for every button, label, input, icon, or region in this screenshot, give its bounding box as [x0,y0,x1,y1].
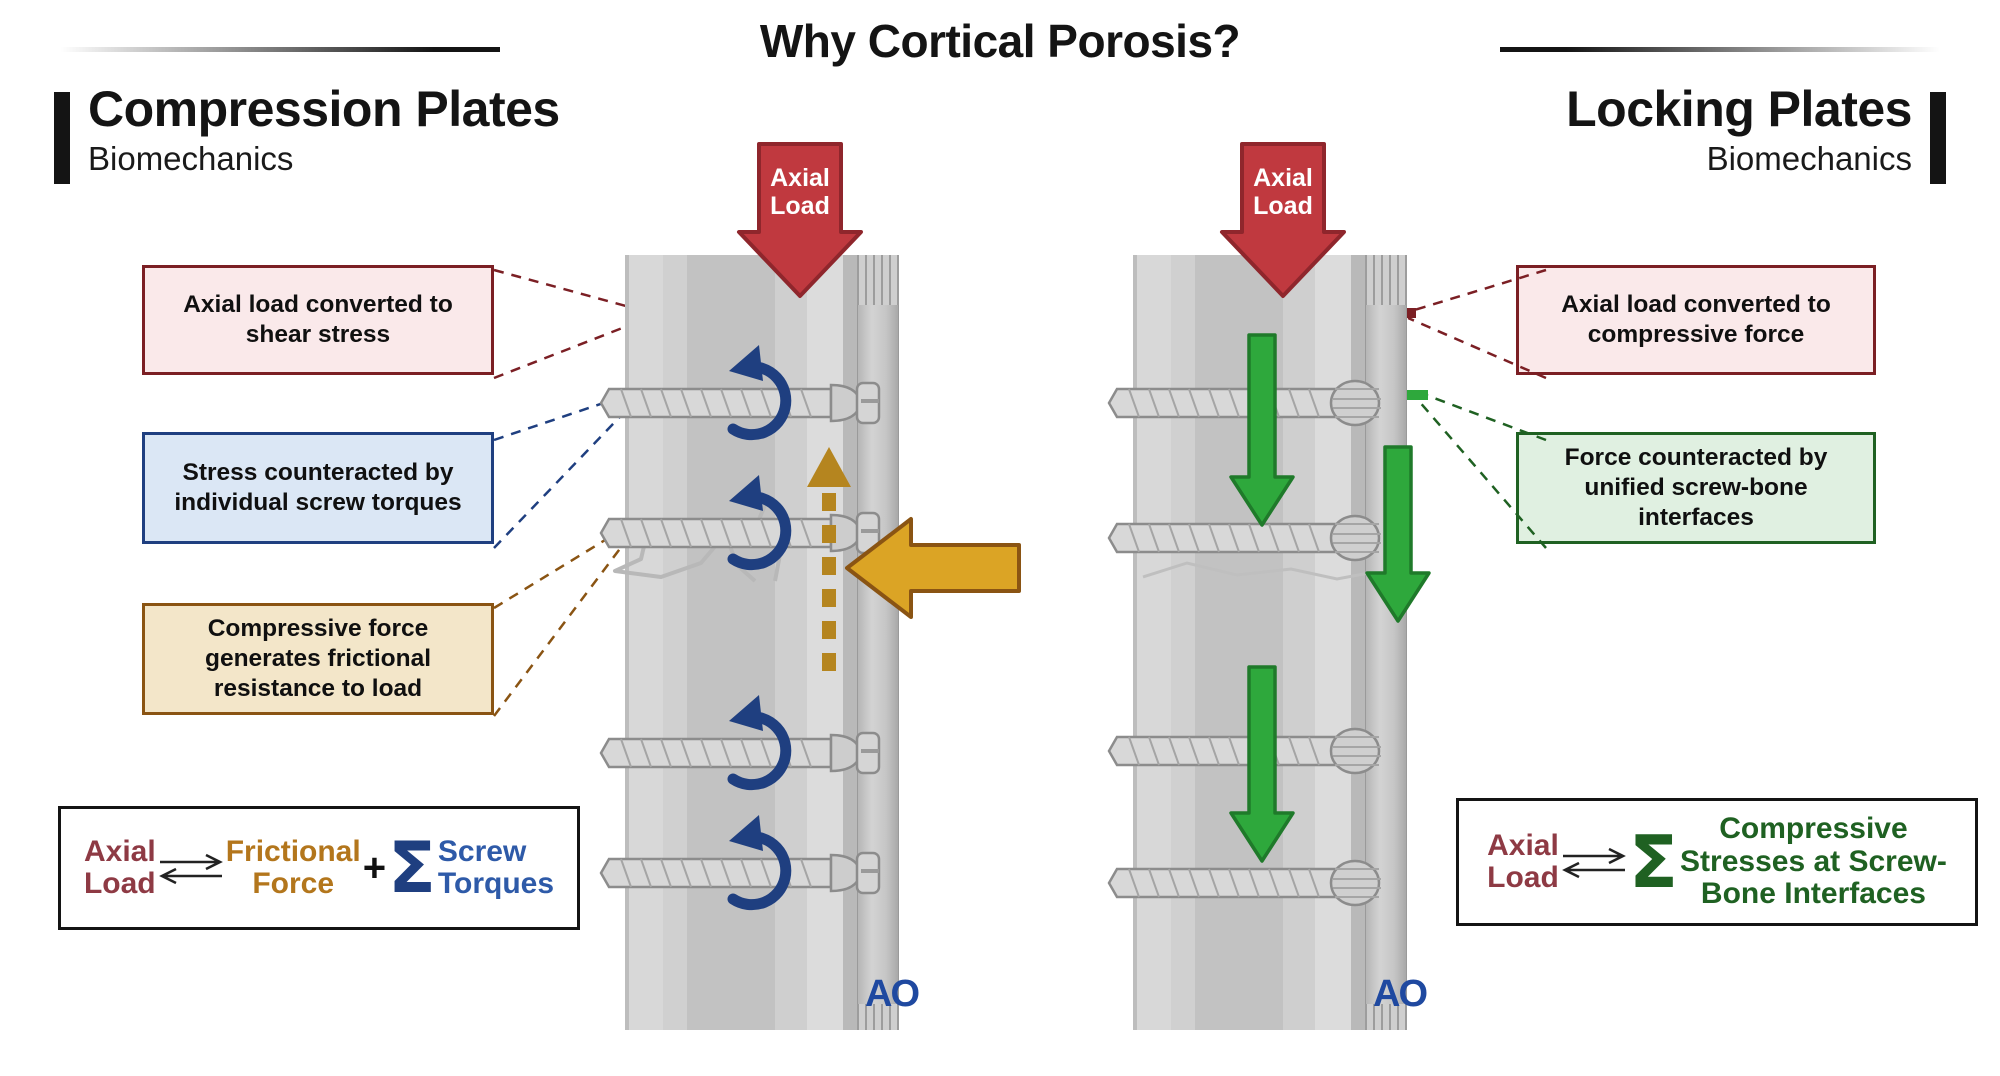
formula-box-compression: Axial Load Frictional Force + Σ Screw To… [58,806,580,930]
callout-frictional-resistance: Compressive force generates frictional r… [142,603,494,715]
formula-compressive-stresses: Compressive Stresses at Screw- Bone Inte… [1680,812,1947,911]
plate-hatch-top-left [857,255,899,305]
summation-sigma-icon: Σ [388,826,436,909]
panel-title-compression: Compression Plates [88,81,560,137]
callout-axial-shear: Axial load converted to shear stress [142,265,494,375]
summation-sigma-icon: Σ [1628,819,1679,904]
bone-shaft-right [1133,255,1365,1030]
callout-axial-compressive: Axial load converted to compressive forc… [1516,265,1876,375]
plate-hatch-bottom-right [1365,1004,1407,1030]
illustration-compression-plate: AO [599,255,1021,1030]
callout-unified-interfaces: Force counteracted by unified screw-bone… [1516,432,1876,544]
panel-heading-locking: Locking Plates Biomechanics [1566,84,1912,179]
plate-hatch-bottom-left [857,1004,899,1030]
formula-screw-torques: Screw Torques [437,834,555,900]
formula-frictional-force: Frictional Force [225,834,361,900]
accent-bar-right [1930,92,1946,184]
formula-left-term: Axial Load [83,834,156,900]
page-title: Why Cortical Porosis? [759,15,1241,67]
panel-subtitle-compression: Biomechanics [88,140,294,177]
illustration-locking-plate: AO [1107,255,1433,1030]
bone-screw-icon [1107,727,1381,775]
axial-load-label-left: Axial Load [770,164,830,220]
bone-screw-icon [1107,379,1381,427]
bone-screw-icon [1107,514,1381,562]
callout-screw-torques: Stress counteracted by individual screw … [142,432,494,544]
bone-shaft-left [625,255,857,1030]
formula-left-term: Axial Load [1487,828,1559,894]
ao-logo-icon: AO [1373,973,1428,1015]
axial-load-arrow-right [1220,142,1346,298]
compression-plate [857,255,899,1030]
accent-bar-left [54,92,70,184]
axial-load-arrow-left [737,142,863,298]
equilibrium-arrows-icon [158,853,223,885]
panel-subtitle-locking: Biomechanics [1706,140,1912,177]
locking-plate [1365,255,1407,1030]
panel-title-locking: Locking Plates [1566,81,1912,137]
title-rule-right [1500,47,1940,52]
title-rule-left [60,47,500,52]
bone-screw-icon [1107,859,1381,907]
bone-screw-icon [599,381,881,425]
ao-logo-icon: AO [865,973,920,1015]
formula-plus-operator: + [362,845,387,890]
panel-heading-compression: Compression Plates Biomechanics [88,84,560,179]
bone-screw-icon [599,511,881,555]
bone-screw-icon [599,851,881,895]
bone-screw-icon [599,731,881,775]
formula-box-locking: Axial Load Σ Compressive Stresses at Scr… [1456,798,1978,926]
plate-hatch-top-right [1365,255,1407,305]
axial-load-label-right: Axial Load [1253,164,1313,220]
equilibrium-arrows-icon [1561,847,1626,879]
